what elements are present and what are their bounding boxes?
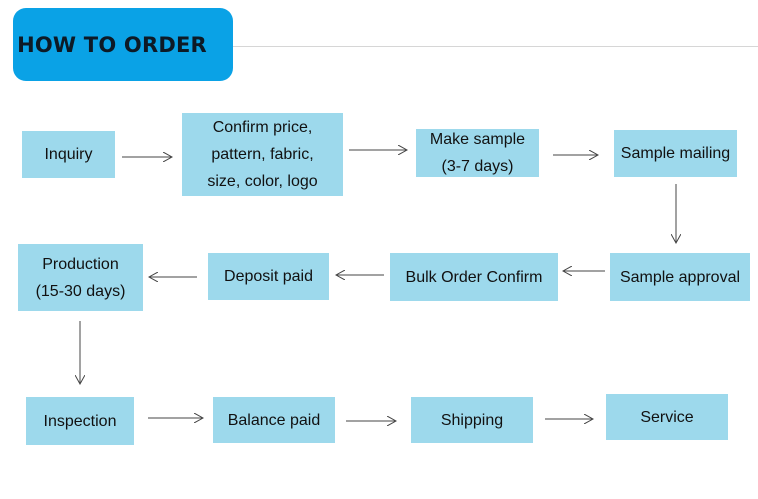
step-bulk-order-label: Bulk Order Confirm <box>405 268 543 286</box>
step-inspection-label: Inspection <box>43 412 117 430</box>
step-deposit: Deposit paid <box>208 253 329 300</box>
step-sample-approval-label: Sample approval <box>619 268 741 286</box>
header-badge: HOW TO ORDER <box>13 8 233 81</box>
step-make-sample-label: Make sample (3-7 days) <box>429 131 526 175</box>
header-divider <box>233 46 758 47</box>
step-inspection: Inspection <box>26 397 134 445</box>
step-confirm: Confirm price, pattern, fabric, size, co… <box>182 113 343 196</box>
step-bulk-order: Bulk Order Confirm <box>390 253 558 301</box>
step-sample-mailing: Sample mailing <box>614 130 737 177</box>
page-title: HOW TO ORDER <box>17 32 207 57</box>
step-make-sample: Make sample (3-7 days) <box>416 129 539 177</box>
step-shipping-label: Shipping <box>440 411 504 429</box>
step-inquiry-label: Inquiry <box>44 146 93 163</box>
step-sample-approval: Sample approval <box>610 253 750 301</box>
step-service-label: Service <box>640 408 694 426</box>
step-sample-mailing-label: Sample mailing <box>620 145 731 162</box>
step-production: Production (15-30 days) <box>18 244 143 311</box>
step-balance: Balance paid <box>213 397 335 443</box>
step-deposit-label: Deposit paid <box>224 268 313 285</box>
step-balance-label: Balance paid <box>227 411 321 429</box>
step-production-label: Production (15-30 days) <box>35 255 126 300</box>
step-service: Service <box>606 394 728 440</box>
step-inquiry: Inquiry <box>22 131 115 178</box>
step-confirm-label: Confirm price, pattern, fabric, size, co… <box>207 119 318 190</box>
step-shipping: Shipping <box>411 397 533 443</box>
